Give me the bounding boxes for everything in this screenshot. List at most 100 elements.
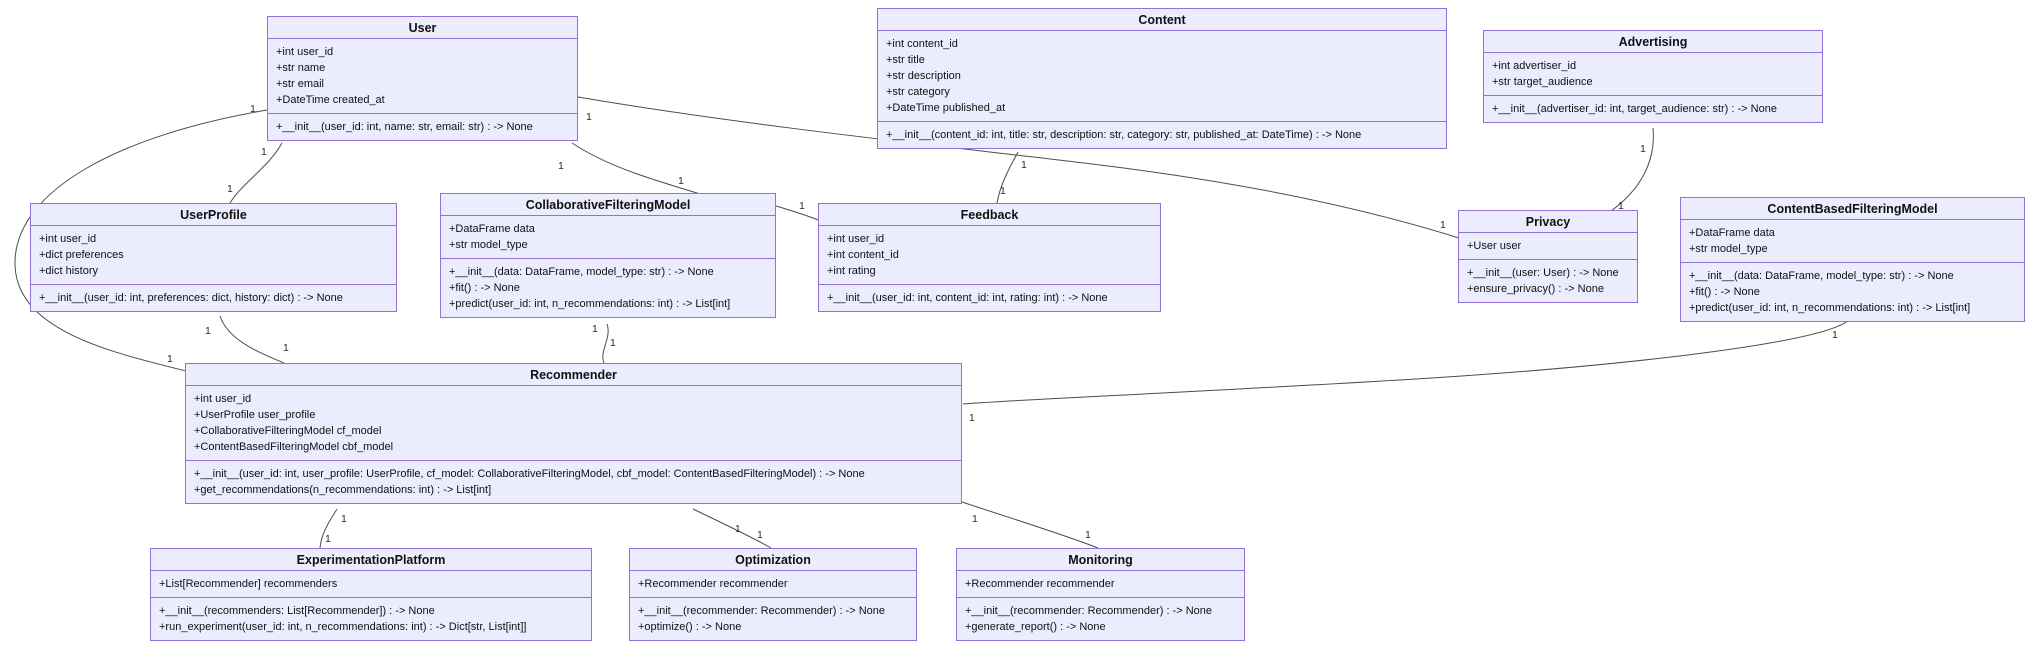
- edge-user-privacy: [577, 96, 1460, 239]
- class-box-monitoring: Monitoring+Recommender recommender +__ini…: [956, 548, 1245, 641]
- edge-content-feedback: [996, 151, 1019, 204]
- edge-userprofile-recommender: [219, 315, 285, 364]
- class-attributes-optimization: +Recommender recommender: [630, 571, 916, 598]
- class-title-feedback: Feedback: [819, 204, 1160, 226]
- method: +ensure_privacy() : -> None: [1467, 283, 1604, 295]
- method: +__init__(user: User) : -> None: [1467, 267, 1619, 279]
- attribute: +str target_audience: [1492, 76, 1593, 88]
- method: +__init__(data: DataFrame, model_type: s…: [449, 266, 714, 278]
- multiplicity-label: 1: [592, 323, 598, 335]
- class-attributes-user: +int user_id+str name+str email+DateTime…: [268, 39, 577, 114]
- method: +__init__(user_id: int, content_id: int,…: [827, 292, 1108, 304]
- method: +fit() : -> None: [1689, 286, 1760, 298]
- multiplicity-label: 1: [1000, 185, 1006, 197]
- multiplicity-label: 1: [325, 533, 331, 545]
- edge-user-cfm: [571, 142, 701, 195]
- multiplicity-label: 1: [1618, 200, 1624, 212]
- multiplicity-label: 1: [1640, 143, 1646, 155]
- attribute: +DataFrame data: [449, 223, 535, 235]
- method: +predict(user_id: int, n_recommendations…: [1689, 302, 1971, 314]
- class-title-optimization: Optimization: [630, 549, 916, 571]
- attribute: +str model_type: [449, 239, 528, 251]
- attribute: +str email: [276, 78, 324, 90]
- multiplicity-label: 1: [1832, 329, 1838, 341]
- class-attributes-content: +int content_id +str title +str descriptio…: [878, 31, 1446, 122]
- method: +__init__(advertiser_id: int, target_aud…: [1492, 103, 1777, 115]
- class-methods-content: +__init__(content_id: int, title: str, d…: [878, 122, 1446, 148]
- attribute: +int rating: [827, 265, 876, 277]
- attribute: +str model_type: [1689, 243, 1768, 255]
- multiplicity-label: 1: [250, 103, 256, 115]
- multiplicity-label: 1: [735, 523, 741, 535]
- class-box-recommender: Recommender+int user_id+UserProfile user…: [185, 363, 962, 504]
- method: +optimize() : -> None: [638, 621, 742, 633]
- edge-cfm-feedback: [775, 205, 819, 221]
- attribute: +dict history: [39, 265, 98, 277]
- multiplicity-label: 1: [261, 146, 267, 158]
- edge-recommender-monitoring: [961, 501, 1099, 549]
- class-box-userprofile: UserProfile +int user_id +dict preferences…: [30, 203, 397, 312]
- attribute: +str description: [886, 70, 961, 82]
- class-methods-userprofile: +__init__(user_id: int, preferences: dic…: [31, 285, 396, 311]
- class-methods-recommender: +__init__(user_id: int, user_profile: Us…: [186, 461, 961, 503]
- attribute: +CollaborativeFilteringModel cf_model: [194, 425, 382, 437]
- class-attributes-advertising: +int advertiser_id+str target_audience: [1484, 53, 1822, 96]
- multiplicity-label: 1: [341, 513, 347, 525]
- class-title-cbfm: ContentBasedFilteringModel: [1681, 198, 2024, 220]
- class-title-monitoring: Monitoring: [957, 549, 1244, 571]
- attribute: +int content_id: [827, 249, 899, 261]
- method: +generate_report() : -> None: [965, 621, 1106, 633]
- class-title-userprofile: UserProfile: [31, 204, 396, 226]
- multiplicity-label: 1: [678, 175, 684, 187]
- multiplicity-label: 1: [969, 412, 975, 424]
- attribute: +int user_id: [194, 393, 252, 405]
- attribute: +DateTime published_at: [886, 102, 1006, 114]
- multiplicity-label: 1: [1440, 219, 1446, 231]
- class-title-cfm: CollaborativeFilteringModel: [441, 194, 775, 216]
- multiplicity-label: 1: [558, 160, 564, 172]
- multiplicity-label: 1: [610, 337, 616, 349]
- class-methods-experimentation: +__init__(recommenders: List[Recommender…: [151, 598, 591, 640]
- attribute: +DataFrame data: [1689, 227, 1775, 239]
- attribute: +int user_id: [39, 233, 97, 245]
- class-attributes-userprofile: +int user_id +dict preferences +dict histo…: [31, 226, 396, 285]
- class-attributes-cfm: +DataFrame data +str model_type: [441, 216, 775, 259]
- edge-recommender-optimization: [692, 508, 772, 549]
- method: +__init__(recommender: Recommender) : ->…: [638, 605, 886, 617]
- attribute: +List[Recommender] recommenders: [159, 578, 338, 590]
- method: +run_experiment(user_id: int, n_recommen…: [159, 621, 527, 633]
- class-attributes-monitoring: +Recommender recommender: [957, 571, 1244, 598]
- attribute: +dict preferences: [39, 249, 124, 261]
- edge-advertising-privacy: [1610, 127, 1654, 212]
- attribute: +Recommender recommender: [638, 578, 788, 590]
- class-box-experimentation: ExperimentationPlatform+List[Recommender…: [150, 548, 592, 641]
- method: +__init__(user_id: int, user_profile: Us…: [194, 468, 865, 480]
- class-box-optimization: Optimization +Recommender recommender +__i…: [629, 548, 917, 641]
- class-methods-monitoring: +__init__(recommender: Recommender) : ->…: [957, 598, 1244, 640]
- class-box-cfm: CollaborativeFilteringModel+DataFrame da…: [440, 193, 776, 318]
- multiplicity-label: 1: [799, 200, 805, 212]
- attribute: +int content_id: [886, 38, 958, 50]
- class-box-cbfm: ContentBasedFilteringModel+DataFrame dat…: [1680, 197, 2025, 322]
- method: +__init__(recommenders: List[Recommender…: [159, 605, 435, 617]
- attribute: +str title: [886, 54, 925, 66]
- multiplicity-label: 1: [283, 342, 289, 354]
- method: +__init__(recommender: Recommender) : ->…: [965, 605, 1213, 617]
- multiplicity-label: 1: [205, 325, 211, 337]
- method: +predict(user_id: int, n_recommendations…: [449, 298, 731, 310]
- multiplicity-label: 1: [1021, 159, 1027, 171]
- multiplicity-label: 1: [757, 529, 763, 541]
- class-title-content: Content: [878, 9, 1446, 31]
- class-attributes-cbfm: +DataFrame data +str model_type: [1681, 220, 2024, 263]
- multiplicity-label: 1: [972, 513, 978, 525]
- class-box-content: Content +int content_id +str title +str des…: [877, 8, 1447, 149]
- class-attributes-feedback: +int user_id+int content_id+int rating: [819, 226, 1160, 285]
- attribute: +User user: [1467, 240, 1522, 252]
- class-attributes-experimentation: +List[Recommender] recommenders: [151, 571, 591, 598]
- class-methods-privacy: +__init__(user: User) : -> None +ensure_p…: [1459, 260, 1637, 302]
- class-title-privacy: Privacy: [1459, 211, 1637, 233]
- class-methods-advertising: +__init__(advertiser_id: int, target_aud…: [1484, 96, 1822, 122]
- class-box-privacy: Privacy +User user +__init__(user: User) :…: [1458, 210, 1638, 303]
- method: +__init__(user_id: int, preferences: dic…: [39, 292, 343, 304]
